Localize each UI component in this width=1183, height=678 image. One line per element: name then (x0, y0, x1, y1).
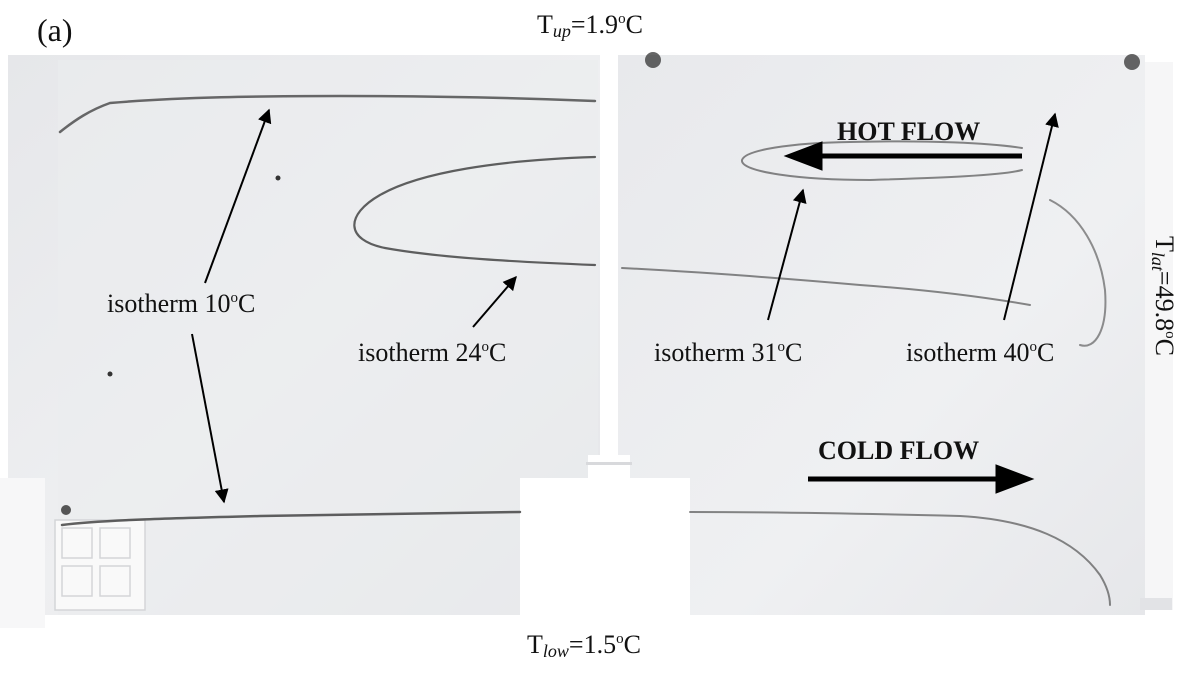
cold-flow-arrowhead (995, 464, 1035, 494)
isotherm-10-upper (58, 94, 597, 134)
speck (107, 371, 113, 377)
arrow-10-upper (204, 108, 272, 284)
upper-temp-unit: C (625, 10, 643, 39)
cold-flow-label: COLD FLOW (818, 436, 980, 465)
lower-temp-value: =1.5 (568, 630, 617, 659)
isotherm-24-degree: o (481, 339, 490, 355)
lateral-temp-degree: o (1162, 331, 1178, 339)
isotherm-24-unit: C (489, 338, 507, 367)
lower-temp-degree: o (616, 631, 624, 647)
isotherm-40-unit: C (1037, 338, 1055, 367)
panel-label: (a) (37, 12, 73, 48)
isotherm-10-unit: C (238, 289, 256, 318)
lateral-temp-value: =49.8 (1150, 270, 1179, 332)
isotherm-24-right (621, 267, 1031, 306)
isotherm-40-degree: o (1029, 339, 1038, 355)
isotherm-31-unit: C (785, 338, 803, 367)
center-inlet-block (520, 478, 690, 628)
hot-flow-label: HOT FLOW (837, 117, 981, 146)
isotherm-label-24: isotherm 24oC (358, 340, 506, 366)
center-neck-edge (586, 462, 632, 465)
isotherm-label-31: isotherm 31oC (654, 340, 802, 366)
arrow-40 (1003, 112, 1059, 321)
center-neck (588, 455, 630, 480)
right-tank (618, 55, 1145, 615)
speck (275, 175, 281, 181)
left-sensor-block (0, 478, 45, 628)
hot-flow-arrowhead (783, 141, 823, 171)
isotherm-label-40: isotherm 40oC (906, 340, 1054, 366)
corner-spot-left (645, 52, 661, 68)
isotherm-31 (741, 140, 1023, 182)
isotherm-40 (1049, 199, 1107, 347)
center-divider (600, 40, 618, 465)
upper-temp-degree: o (618, 11, 626, 27)
lateral-temp-unit: C (1150, 338, 1179, 356)
lower-temp-unit: C (623, 630, 641, 659)
isotherm-31-degree: o (777, 339, 786, 355)
lower-temperature: Tlow=1.5oC (527, 630, 641, 661)
lower-temp-subscript: low (542, 641, 569, 661)
pointer-arrows (191, 108, 1059, 504)
isotherm-label-10: isotherm 10oC (107, 291, 255, 317)
isotherm-10-lower-right (689, 511, 1111, 606)
arrow-10-lower (191, 333, 229, 504)
right-bottom-strip (1140, 598, 1172, 610)
upper-temperature: Tup=1.9oC (537, 10, 643, 41)
arrow-31 (767, 188, 807, 321)
lower-temp-symbol: T (527, 630, 543, 659)
upper-temp-subscript: up (552, 21, 571, 41)
lateral-temperature: Tlat=49.8oC (1148, 236, 1179, 356)
corner-spot-right (1124, 54, 1140, 70)
isotherm-24-text: isotherm 24 (358, 338, 482, 367)
isotherm-40-text: isotherm 40 (906, 338, 1030, 367)
lateral-temp-symbol: T (1150, 236, 1179, 252)
lateral-temp-subscript: lat (1148, 251, 1168, 271)
right-lateral-wall (1145, 62, 1173, 610)
arrow-24 (472, 275, 517, 328)
bottom-left-apparatus (54, 519, 146, 611)
isotherm-10-lower-left (60, 510, 522, 527)
isotherm-31-text: isotherm 31 (654, 338, 778, 367)
upper-temp-value: =1.9 (570, 10, 619, 39)
flow-arrows (783, 141, 1035, 494)
isotherm-10-degree: o (230, 290, 239, 306)
isotherm-curves (58, 94, 1111, 606)
speck (61, 505, 71, 515)
upper-temp-symbol: T (537, 10, 553, 39)
left-tank-inner (58, 60, 598, 615)
isotherm-10-text: isotherm 10 (107, 289, 231, 318)
isotherm-24-left (353, 155, 597, 267)
